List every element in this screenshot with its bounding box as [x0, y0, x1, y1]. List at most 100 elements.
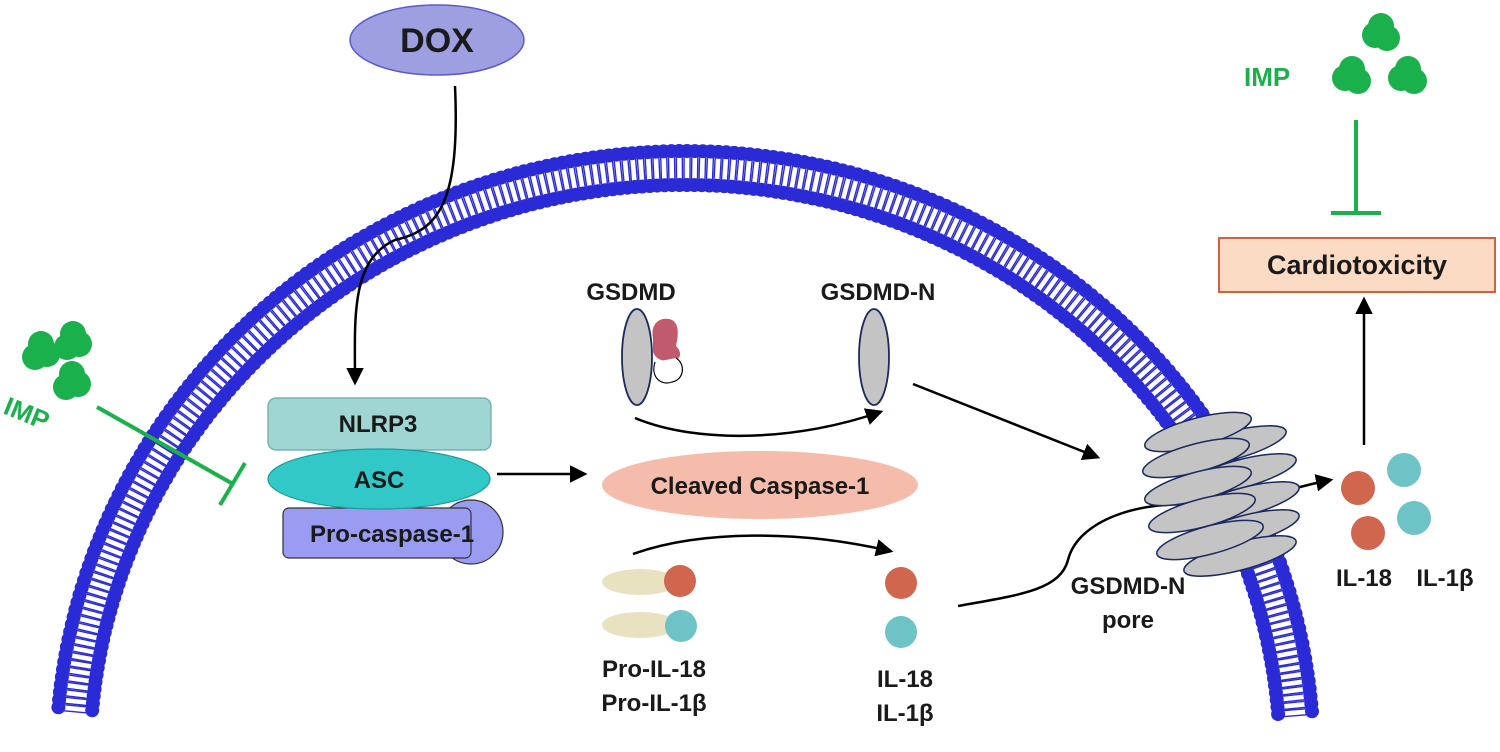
lipid-tail — [220, 357, 238, 374]
lipid-tail — [943, 215, 955, 237]
lipid-tail — [167, 423, 187, 437]
lipid-tail — [376, 235, 389, 256]
lipid-tail — [199, 380, 218, 396]
lipid-tail — [1035, 269, 1050, 289]
lipid-tail — [338, 258, 352, 278]
lipid-tail — [735, 159, 740, 182]
lipid-tail — [317, 271, 332, 291]
lipid-tail — [210, 367, 229, 384]
lipid-tail — [124, 494, 146, 506]
lipid-tail — [475, 191, 485, 213]
lipid-tail — [139, 467, 160, 481]
lipid-tail — [172, 415, 192, 430]
lipid-tail — [704, 157, 707, 180]
lipid-tail — [573, 166, 579, 189]
lipid-tail — [391, 227, 404, 248]
lipid-tail — [705, 157, 709, 180]
lipid-tail — [82, 606, 104, 614]
lipid-tail — [231, 345, 249, 362]
lipid-tail — [802, 168, 809, 191]
lipid-tail — [1115, 338, 1132, 356]
lipid-tail — [505, 182, 513, 204]
lipid-tail — [241, 335, 258, 353]
lipid-tail — [225, 352, 243, 369]
lipid-tail — [81, 607, 104, 615]
lipid-tail — [118, 506, 140, 518]
lipid-tail — [490, 186, 499, 209]
lipid-tail — [1125, 349, 1143, 366]
lipid-tail — [1052, 282, 1067, 301]
lipid-tail — [888, 192, 897, 214]
lipid-tail — [1267, 611, 1290, 619]
lipid-tail — [1070, 297, 1087, 316]
lipid-tail — [74, 637, 97, 643]
lipid-tail — [711, 157, 715, 180]
lipid-tail — [1257, 575, 1279, 584]
lipid-tail — [1059, 288, 1074, 307]
lipid-tail — [824, 173, 832, 196]
lipid-tail — [196, 385, 214, 401]
lipid-tail — [1282, 691, 1305, 696]
lipid-tail — [1282, 693, 1305, 697]
lipid-tail — [950, 218, 962, 240]
lipid-tail — [405, 220, 417, 241]
lipid-tail — [1103, 326, 1120, 344]
lipid-head — [85, 703, 100, 718]
lipid-tail — [750, 160, 755, 183]
lipid-tail — [1258, 581, 1281, 590]
lipid-tail — [404, 221, 416, 242]
lipid-tail — [281, 299, 297, 318]
lipid-tail — [726, 158, 730, 181]
lipid-tail — [936, 212, 948, 233]
lipid-tail — [580, 165, 586, 188]
lipid-tail — [765, 162, 771, 185]
lipid-tail — [917, 203, 928, 225]
lipid-tail — [605, 161, 610, 184]
lipid-tail — [65, 695, 88, 699]
lipid-tail — [1259, 582, 1281, 591]
lipid-tail — [1273, 639, 1296, 646]
lipid-tail — [282, 298, 298, 317]
lipid-tail — [378, 234, 390, 255]
lipid-tail — [1279, 670, 1302, 676]
lipid-tail — [1276, 655, 1299, 661]
lipid-tail — [67, 681, 90, 686]
lipid-tail — [1281, 685, 1304, 690]
lipid-tail — [73, 644, 96, 650]
lipid-tail — [209, 369, 228, 385]
lipid-tail — [978, 233, 991, 254]
imp-inhibit-bar-left — [218, 461, 247, 507]
lipid-tail — [68, 674, 91, 679]
lipid-tail — [1134, 359, 1152, 376]
gsdmd-n-to-pore-arrow — [912, 382, 1101, 460]
gsdmd-label: GSDMD — [586, 279, 675, 306]
lipid-tail — [1269, 618, 1292, 626]
lipid-tail — [786, 165, 792, 188]
lipid-tail — [903, 198, 913, 220]
lipid-tail — [287, 295, 303, 314]
pro-il1b-ball — [665, 610, 697, 642]
lipid-head — [51, 700, 66, 715]
lipid-tail — [204, 374, 223, 391]
lipid-tail — [214, 363, 233, 380]
lipid-tail — [1272, 632, 1295, 639]
lipid-tail — [1256, 573, 1279, 583]
il18-out-ball-1 — [1341, 471, 1375, 505]
lipid-tail — [259, 318, 275, 337]
lipid-tail — [965, 226, 977, 247]
lipid-tail — [529, 175, 536, 198]
lipid-tail — [1265, 604, 1288, 612]
lipid-tail — [64, 702, 87, 707]
lipid-tail — [520, 178, 528, 200]
imp-right-molecules — [1332, 13, 1427, 94]
lipid-tail — [660, 157, 663, 180]
lipid-tail — [1154, 383, 1173, 399]
dox-node — [349, 4, 525, 76]
lipid-tail — [369, 239, 383, 259]
lipid-tail — [527, 176, 535, 198]
lipid-tail — [109, 527, 131, 538]
lipid-tail — [944, 216, 956, 237]
lipid-tail — [1265, 602, 1287, 611]
lipid-tail — [642, 158, 646, 181]
